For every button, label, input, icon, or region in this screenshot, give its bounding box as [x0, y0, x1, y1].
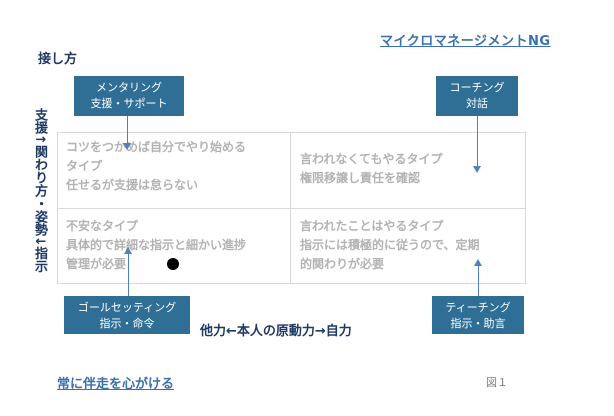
quadrant-top-right: 言われなくてもやるタイプ 権限移譲し責任を確認	[300, 152, 443, 185]
coaching-box: コーチング 対話	[436, 76, 518, 116]
goal-setting-arrow-head	[124, 247, 132, 254]
footer-link[interactable]: 常に伴走を心がける	[57, 377, 175, 392]
title-link[interactable]: マイクロマネージメントNG	[380, 34, 551, 49]
grid-horizontal-divider	[58, 208, 525, 209]
goal-setting-arrow-line	[128, 253, 129, 296]
vertical-axis-label: 支援↑関わり方・姿勢↓指示	[32, 108, 47, 273]
teaching-arrow-line	[478, 265, 479, 296]
position-marker-dot	[167, 258, 179, 270]
quadrant-bottom-left: 不安なタイプ 具体的で詳細な指示と細かい進捗 管理が必要	[66, 219, 247, 271]
coaching-arrow-head	[473, 166, 481, 173]
mentoring-box: メンタリング 支援・サポート	[74, 76, 184, 116]
quadrant-top-left: コツをつかめば自分でやり始める タイプ 任せるが支援は怠らない	[66, 140, 247, 192]
quadrant-grid	[57, 132, 526, 284]
teaching-arrow-head	[474, 259, 482, 266]
coaching-arrow-line	[477, 116, 478, 168]
horizontal-axis-label: 他力←本人の原動力→自力	[200, 324, 352, 339]
teaching-box: ティーチング 指示・助言	[432, 296, 524, 334]
mentoring-arrow-head	[123, 143, 131, 150]
mentoring-arrow-line	[127, 116, 128, 144]
figure-caption: 図１	[486, 376, 508, 389]
goal-setting-box: ゴールセッティング 指示・命令	[64, 296, 190, 334]
quadrant-bottom-right: 言われたことはやるタイプ 指示には積極的に従うので、定期 的関わりが必要	[300, 219, 480, 271]
heading: 接し方	[38, 52, 78, 67]
